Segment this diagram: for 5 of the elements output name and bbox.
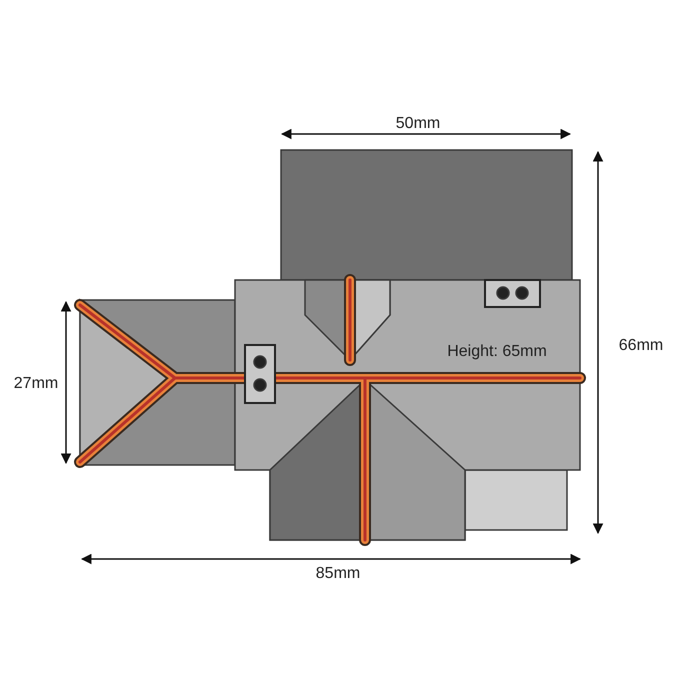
height-note: Height: 65mm xyxy=(447,343,547,361)
dimension-label: 27mm xyxy=(14,375,58,393)
dimension-label: 85mm xyxy=(316,565,360,583)
dimension-label: 66mm xyxy=(618,337,664,355)
dimension-label: 50mm xyxy=(396,115,440,133)
